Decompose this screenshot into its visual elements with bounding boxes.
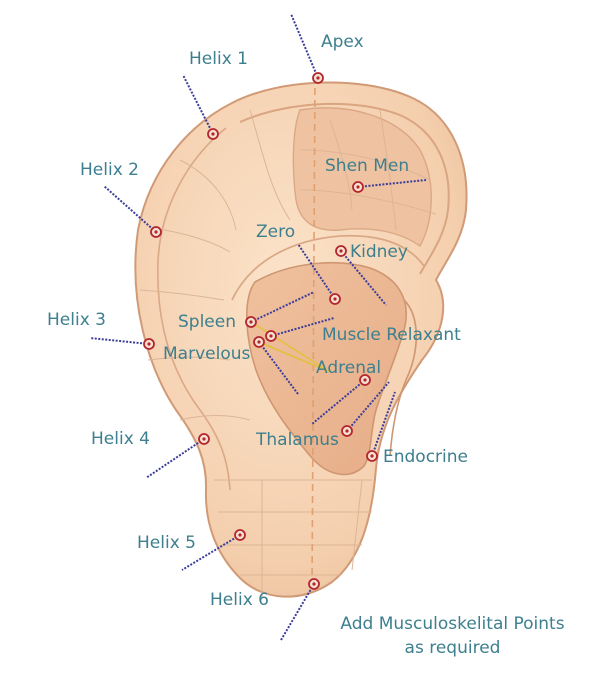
concha-shape — [246, 261, 408, 476]
connector-line — [250, 321, 331, 373]
helix3-label: Helix 3 — [47, 310, 106, 330]
shenmen-leader — [357, 179, 427, 188]
leader-lines — [89, 13, 427, 641]
helix2-point-center — [154, 230, 158, 234]
adrenal-leader — [311, 379, 366, 425]
helix3-leader — [89, 337, 150, 345]
connector-line — [258, 341, 331, 373]
marvelous-label: Marvelous — [163, 344, 251, 364]
helix1-leader — [182, 74, 214, 135]
shenmen-label: Shen Men — [325, 156, 410, 176]
thalamus-point-center — [345, 429, 349, 433]
adrenal-point-center — [363, 378, 367, 382]
spleen-leader — [250, 291, 315, 323]
zero-label: Zero — [256, 222, 296, 242]
helix5-label: Helix 5 — [137, 533, 196, 553]
spleen-point-center — [249, 320, 253, 324]
endocrine-leader — [371, 391, 396, 457]
musculoskeletal-note: Add Musculoskelital Points as required — [300, 612, 605, 660]
helix1-label: Helix 1 — [189, 49, 248, 69]
marvelous-point-center — [257, 340, 261, 344]
helix4-point-center — [202, 437, 206, 441]
kidney-point-center — [339, 249, 343, 253]
helix6-label: Helix 6 — [210, 590, 269, 610]
helix6-leader — [280, 583, 315, 641]
shenmen-point-center — [356, 185, 360, 189]
midline — [311, 75, 316, 591]
helix4-leader — [145, 438, 205, 479]
helix5-leader — [181, 534, 241, 571]
adrenal-label: Adrenal — [316, 358, 382, 378]
helix5-point-center — [238, 533, 242, 537]
apex-point-center — [316, 76, 320, 80]
note-line-2: as required — [404, 638, 501, 658]
thalamus-leader — [346, 381, 390, 432]
kidney-leader — [340, 250, 387, 306]
endocrine-label: Endocrine — [383, 447, 468, 467]
helix3-point-center — [147, 342, 151, 346]
note-line-1: Add Musculoskelital Points — [340, 614, 565, 634]
muscle-leader — [270, 317, 335, 337]
kidney-label: Kidney — [350, 242, 408, 262]
muscle-label: Muscle Relaxant — [322, 325, 461, 345]
thalamus-label: Thalamus — [256, 430, 339, 450]
zero-leader — [297, 243, 336, 300]
helix2-leader — [103, 185, 157, 233]
apex-label: Apex — [321, 32, 364, 52]
helix2-label: Helix 2 — [80, 160, 139, 180]
helix4-label: Helix 4 — [91, 429, 150, 449]
zero-point-center — [333, 297, 337, 301]
helix1-point-center — [211, 132, 215, 136]
acupoints — [143, 72, 378, 590]
helix6-point-center — [312, 582, 316, 586]
marvelous-leader — [258, 341, 299, 395]
muscle-point-center — [269, 334, 273, 338]
connector-lines — [250, 321, 331, 373]
ear-outline — [134, 75, 468, 598]
spleen-label: Spleen — [178, 312, 236, 332]
endocrine-point-center — [370, 454, 374, 458]
apex-leader — [290, 13, 319, 79]
